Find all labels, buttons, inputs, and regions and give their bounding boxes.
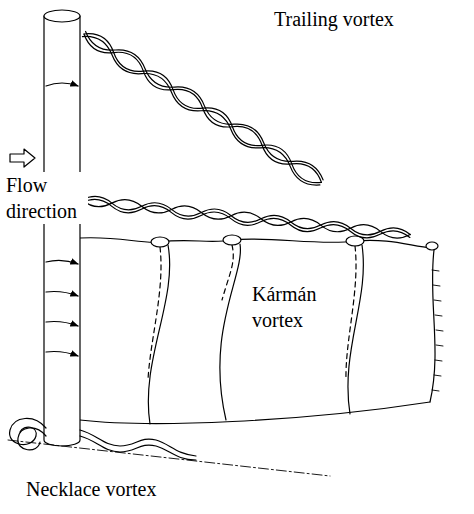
vortex-label: Kármán vortex: [250, 281, 340, 333]
flow-arrow: [10, 149, 35, 167]
vortex-strand: [79, 31, 323, 190]
vortex-spiral: [18, 428, 46, 450]
sheet-curtain: [220, 244, 241, 420]
vortex-roll: [151, 237, 169, 247]
flow-streamline: [46, 322, 78, 327]
sheet-right-edge: [430, 250, 435, 402]
vortex-roll: [426, 242, 438, 250]
vortex-axis: [148, 247, 161, 380]
flow-streamline: [46, 292, 78, 297]
vortex-strand: [81, 195, 410, 239]
vortex-axis: [346, 246, 356, 380]
sheet-top-edge: [80, 238, 432, 248]
necklace-vortex: [8, 418, 330, 476]
vortex-strand: [80, 28, 325, 188]
vortex-strand: [81, 198, 410, 242]
vortex-tail: [80, 436, 196, 460]
trailing-vortex: [81, 195, 411, 242]
flow-streamline: [46, 260, 78, 264]
vortex-strand: [80, 28, 325, 188]
vortex-tail: [80, 430, 196, 456]
cylinder: [44, 10, 80, 446]
sheet-hatching: [432, 270, 443, 391]
karman-sheets: [80, 235, 443, 424]
cylinder-top: [44, 10, 80, 22]
flow-label: Flow direction: [4, 172, 88, 224]
vortex-axis: [222, 245, 233, 300]
cylinder-body: [44, 16, 80, 446]
flow-streamline: [46, 83, 78, 86]
vortex-label: Trailing vortex: [272, 6, 396, 32]
vortex-strand: [81, 195, 410, 239]
vortex-strand: [82, 26, 326, 185]
sheet-bottom-edge: [80, 402, 430, 423]
trailing-vortex: [79, 26, 327, 190]
flow-streamline: [46, 352, 78, 357]
sheet-curtain: [148, 245, 169, 424]
vortex-label: Necklace vortex: [24, 476, 158, 502]
center-line: [8, 440, 330, 476]
vortex-roll: [223, 235, 241, 245]
